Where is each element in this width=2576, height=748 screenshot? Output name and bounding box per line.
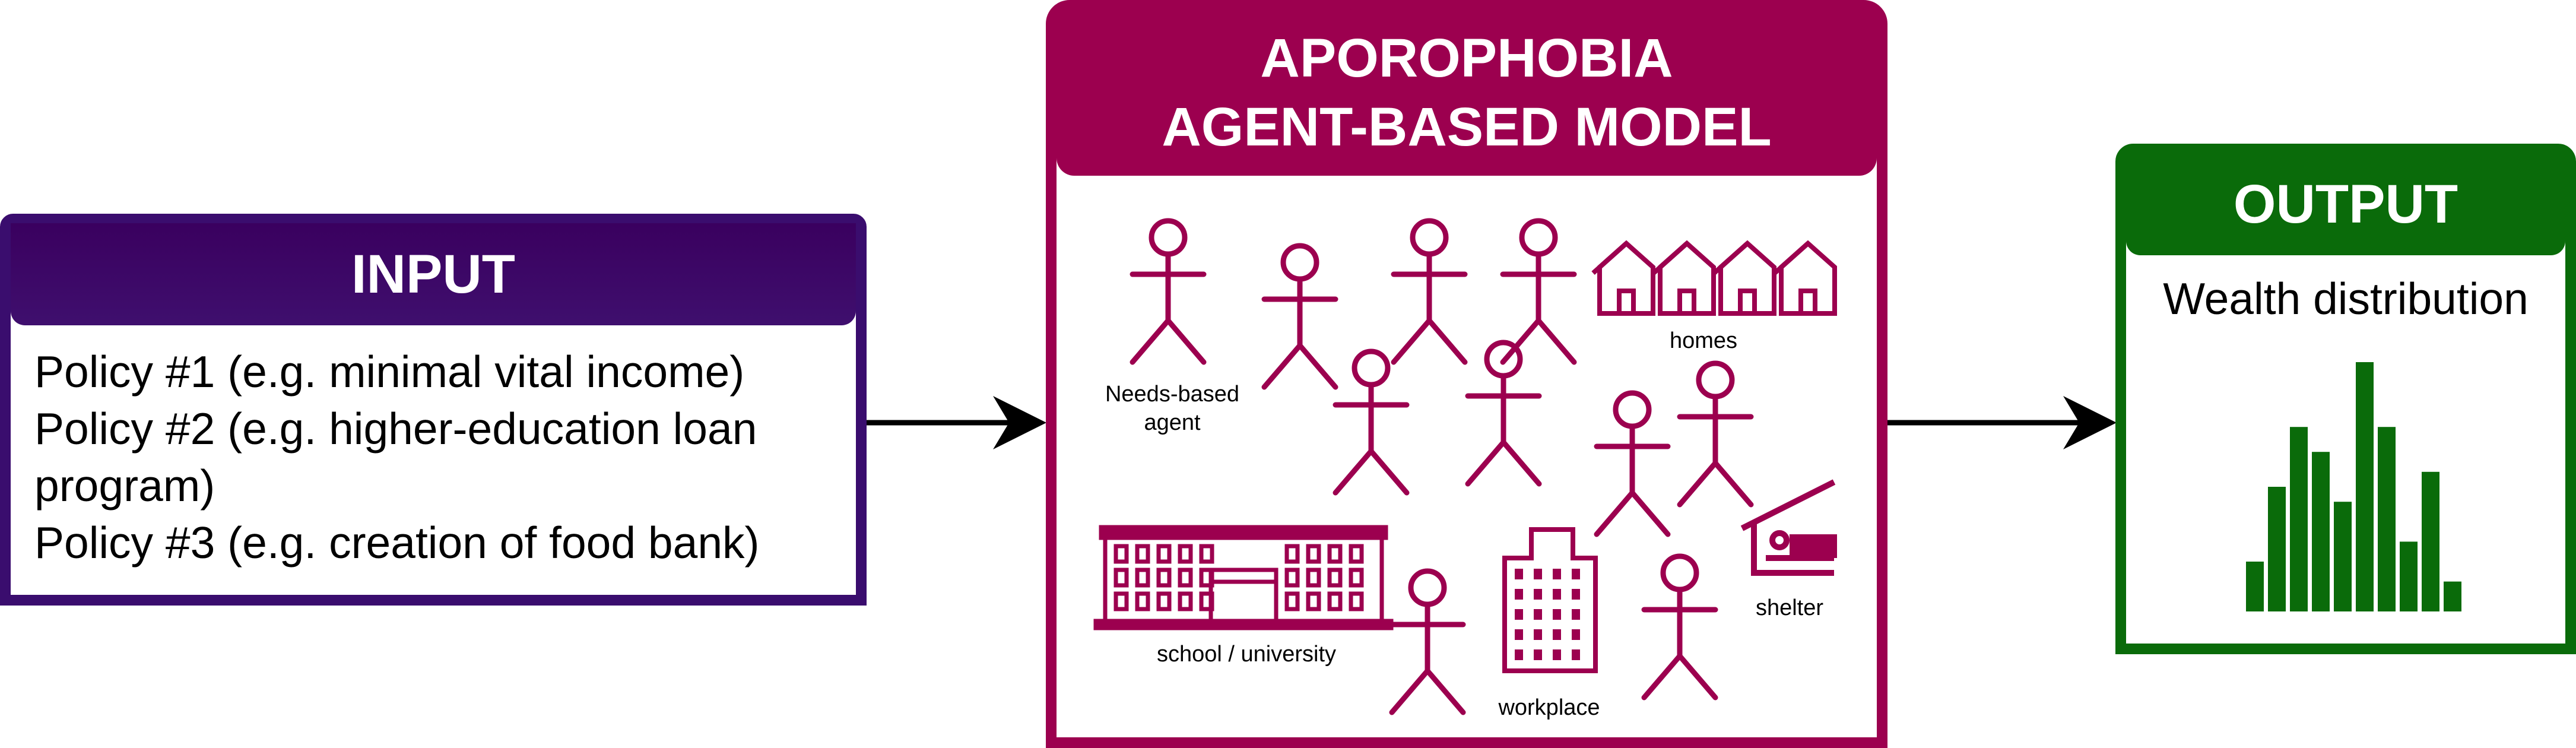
histogram-bar xyxy=(2246,562,2264,611)
input-header: INPUT xyxy=(11,223,856,325)
person-icon xyxy=(1391,218,1468,365)
policy-3: Policy #3 (e.g. creation of food bank) xyxy=(34,518,760,568)
output-header: OUTPUT xyxy=(2126,153,2565,255)
model-title-line1: APOROPHOBIA xyxy=(1260,28,1673,88)
school-label: school / university xyxy=(1156,642,1336,667)
histogram-bar xyxy=(2400,541,2418,611)
policy-2: Policy #2 (e.g. higher-education loan pr… xyxy=(34,404,757,511)
wealth-distribution-label: Wealth distribution xyxy=(2163,274,2529,324)
histogram-bar xyxy=(2312,452,2330,611)
person-icon xyxy=(1333,348,1410,496)
workplace-label: workplace xyxy=(1498,695,1600,720)
input-title: INPUT xyxy=(351,243,515,305)
person-icon xyxy=(1261,243,1338,390)
school-building-icon xyxy=(1093,525,1394,630)
histogram-bar xyxy=(2444,581,2461,611)
histogram-bar xyxy=(2378,427,2396,611)
house-icon xyxy=(1591,240,1837,316)
output-title: OUTPUT xyxy=(2233,173,2458,234)
model-title-line2: AGENT-BASED MODEL xyxy=(1162,97,1772,157)
shelter-icon xyxy=(1740,479,1837,576)
person-icon xyxy=(1500,218,1577,365)
input-panel: INPUT Policy #1 (e.g. minimal vital inco… xyxy=(0,214,867,606)
wealth-histogram xyxy=(2246,362,2461,611)
homes-label: homes xyxy=(1669,328,1738,353)
histogram-bar xyxy=(2268,487,2286,611)
agent-label: Needs-based agent xyxy=(1105,382,1240,435)
policy-list: Policy #1 (e.g. minimal vital income) Po… xyxy=(34,343,844,571)
person-icon xyxy=(1641,553,1718,701)
person-icon xyxy=(1594,390,1671,537)
shelter-label: shelter xyxy=(1755,595,1824,620)
histogram-bar xyxy=(2334,502,2352,611)
person-icon xyxy=(1465,340,1542,487)
person-icon xyxy=(1130,218,1207,365)
policy-1: Policy #1 (e.g. minimal vital income) xyxy=(34,347,745,397)
histogram-bar xyxy=(2422,471,2439,611)
histogram-bar xyxy=(2290,427,2308,611)
output-panel: OUTPUT Wealth distribution xyxy=(2115,144,2576,654)
person-icon xyxy=(1389,568,1466,715)
histogram-bar xyxy=(2356,362,2374,611)
model-header: APOROPHOBIA AGENT-BASED MODEL xyxy=(1057,9,1877,176)
office-building-icon xyxy=(1502,527,1598,673)
person-icon xyxy=(1677,360,1754,508)
